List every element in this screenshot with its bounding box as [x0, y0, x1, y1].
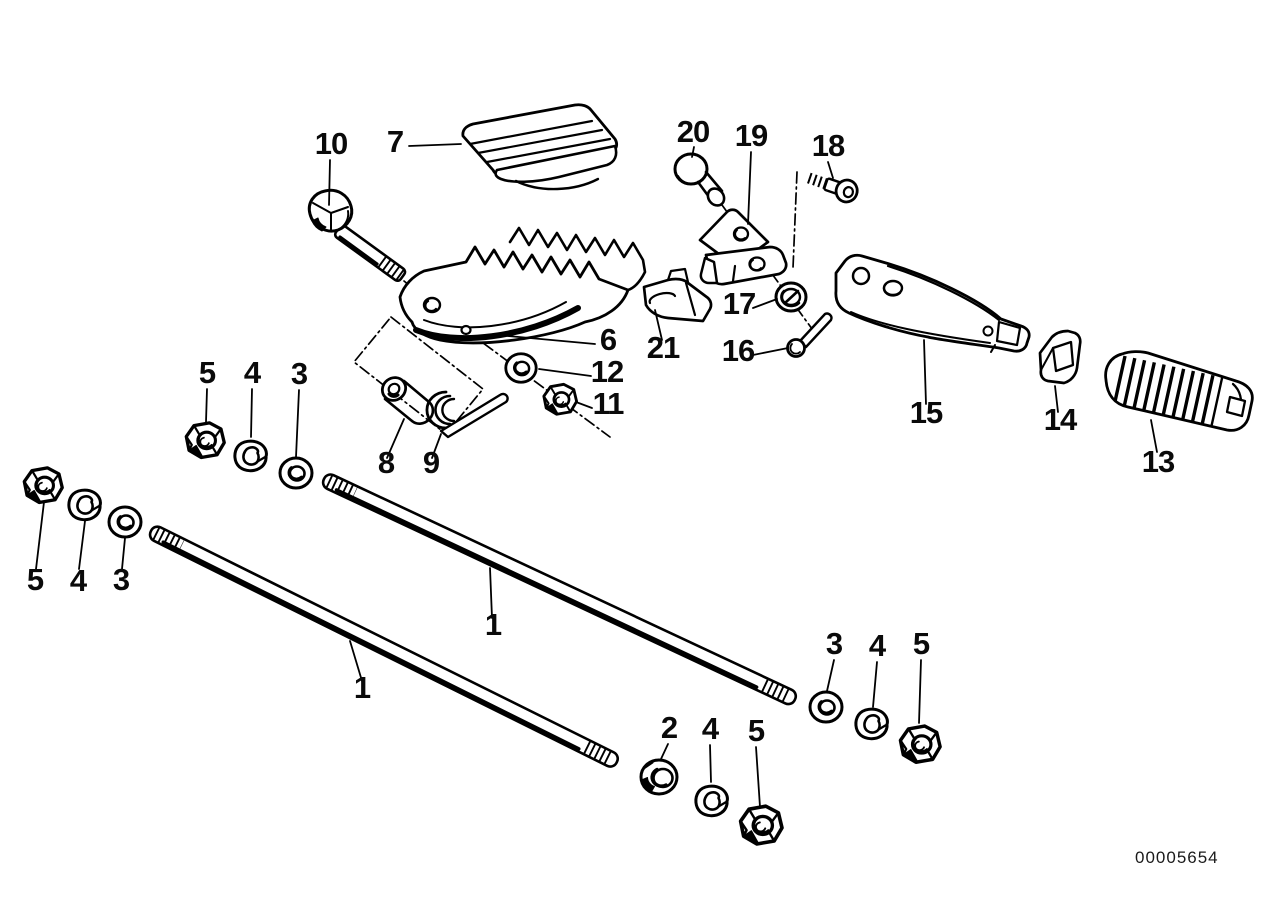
callout-21: 21	[647, 330, 680, 365]
callout-9: 9	[423, 445, 440, 480]
callout-14: 14	[1044, 402, 1078, 437]
callout-20: 20	[677, 114, 709, 149]
part-4-spring-washer-right	[854, 707, 889, 741]
callout-11: 11	[593, 386, 625, 421]
callout-5-right: 5	[913, 626, 930, 661]
part-10-hex-bolt	[307, 188, 407, 283]
alignment-line-washer-nut	[466, 330, 611, 438]
part-15-footrest-arm	[834, 253, 1031, 353]
callout-4-lower-left: 4	[70, 563, 88, 598]
part-5-nut-lower-left	[22, 466, 64, 505]
callout-4-right: 4	[869, 628, 887, 663]
part-20-ball-pin	[673, 152, 726, 207]
callout-16: 16	[722, 333, 755, 368]
callout-3-upper-left: 3	[291, 356, 308, 391]
part-2-spacer	[639, 758, 679, 796]
part-5-nut-right	[898, 724, 942, 764]
image-code: 00005654	[1135, 848, 1219, 867]
part-4-spring-washer-bottom	[694, 784, 729, 818]
part-6-foot-plate	[398, 226, 647, 345]
part-3-washer-right	[808, 690, 844, 724]
callout-5-upper-left: 5	[199, 355, 216, 390]
part-19-bracket	[698, 208, 788, 286]
callout-labels: 10 7 20 19 18 6 12 11 21 17 16 15 14 13 …	[27, 114, 1176, 748]
part-4-spring-washer-lower-left	[67, 488, 102, 522]
part-7-ribbed-pad	[461, 103, 619, 191]
part-1-rod-upper	[321, 472, 798, 706]
callout-19: 19	[735, 118, 768, 153]
callout-7: 7	[387, 124, 403, 159]
part-21-wedge	[642, 267, 713, 323]
callout-5-lower-left: 5	[27, 562, 44, 597]
callout-4-bottom: 4	[702, 711, 720, 746]
callout-1-lower-rod: 1	[354, 670, 371, 705]
callout-17: 17	[723, 286, 755, 321]
leader-lines	[35, 143, 1158, 808]
part-3-washer-lower-left	[107, 505, 143, 539]
part-8-bushing	[380, 376, 435, 425]
part-4-spring-washer-upper-left	[233, 439, 268, 473]
part-14-stop-wedge	[1038, 329, 1082, 385]
callout-1-upper-rod: 1	[485, 607, 502, 642]
callout-13: 13	[1142, 444, 1175, 479]
callout-2: 2	[661, 710, 677, 745]
callout-18: 18	[812, 128, 845, 163]
callout-3-lower-left: 3	[113, 562, 130, 597]
part-5-nut-bottom	[738, 804, 784, 846]
part-5-nut-upper-left	[184, 421, 226, 460]
callout-3-right: 3	[826, 626, 843, 661]
part-16-cotter-pin	[786, 312, 833, 358]
callout-12: 12	[591, 354, 623, 389]
part-9-spring	[425, 390, 509, 439]
part-13-rubber-peg	[1104, 350, 1254, 432]
part-1-rod-lower	[148, 524, 620, 769]
part-12-washer	[504, 352, 538, 384]
part-3-washer-upper-left	[278, 456, 314, 490]
callout-15: 15	[910, 395, 943, 430]
part-18-socket-screw	[807, 172, 859, 204]
callout-8: 8	[378, 445, 395, 480]
callout-10: 10	[315, 126, 347, 161]
part-17-washer	[774, 281, 808, 313]
callout-6: 6	[600, 322, 617, 357]
callout-4-upper-left: 4	[244, 355, 262, 390]
alignment-line-screw	[792, 171, 798, 269]
part-11-nut	[542, 382, 579, 416]
callout-5-bottom: 5	[748, 713, 765, 748]
